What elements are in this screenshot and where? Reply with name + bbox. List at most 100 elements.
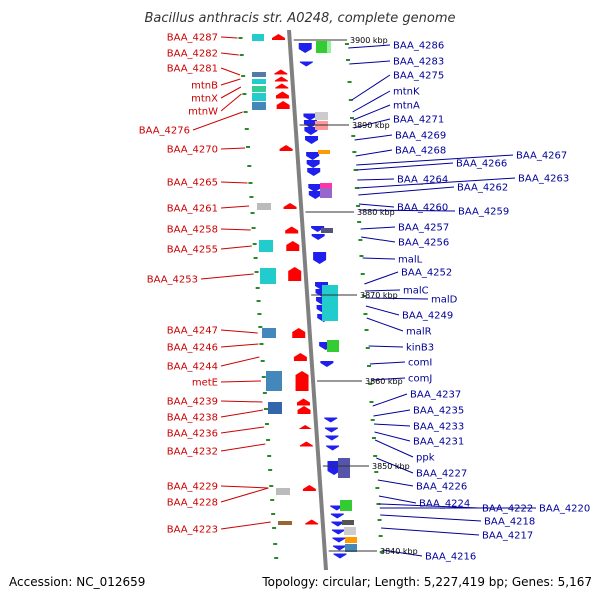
tick-left	[256, 300, 261, 302]
tick-left	[239, 54, 244, 56]
tick-left	[254, 271, 259, 273]
footer-band	[0, 570, 600, 600]
tick-left	[262, 392, 267, 394]
leader-line-right	[369, 361, 406, 365]
gene-label-left: BAA_4247	[167, 326, 218, 337]
gene-label-left: BAA_4281	[167, 64, 218, 75]
gene-arrow-reverse	[303, 120, 317, 128]
gene-arrow-forward	[275, 83, 289, 89]
leader-line-right	[361, 236, 396, 243]
gene-block	[252, 102, 266, 110]
leader-line-left	[220, 329, 258, 334]
tick-right	[371, 437, 376, 439]
tick-left	[264, 423, 269, 425]
leader-line-left	[220, 245, 252, 250]
gene-arrow-reverse	[332, 545, 346, 551]
gene-label-right: BAA_4216	[425, 552, 476, 563]
gene-label-left: BAA_4265	[167, 178, 218, 189]
leader-line-left	[220, 487, 269, 503]
gene-label-right: BAA_4222	[482, 504, 533, 515]
leader-line-right	[374, 439, 414, 458]
leader-line-left	[220, 343, 259, 348]
tick-left	[268, 469, 273, 471]
gene-label-right: BAA_4263	[518, 174, 569, 185]
tick-left	[247, 165, 252, 167]
gene-arrow-reverse	[305, 136, 319, 144]
tick-right	[376, 503, 381, 505]
tick-right	[365, 347, 370, 349]
gene-label-right: malR	[406, 327, 432, 338]
gene-block	[316, 41, 328, 53]
tick-right	[374, 471, 379, 473]
gene-block	[318, 150, 330, 154]
gene-arrow-reverse	[303, 113, 317, 121]
leader-line-right	[374, 431, 411, 442]
leader-line-left	[220, 78, 241, 86]
gene-label-right: BAA_4266	[456, 159, 507, 170]
tick-right	[348, 99, 353, 101]
gene-label-right: BAA_4227	[416, 469, 467, 480]
gene-label-right: BAA_4220	[539, 504, 590, 515]
gene-label-right: comJ	[408, 374, 432, 385]
gene-label-right: malC	[403, 286, 429, 297]
leader-lines	[192, 36, 536, 593]
tick-left	[273, 543, 278, 545]
tick-right	[370, 419, 375, 421]
leader-line-right	[360, 226, 396, 230]
gene-label-right: BAA_4231	[413, 437, 464, 448]
tick-right	[363, 313, 368, 315]
gene-arrow-reverse	[332, 537, 346, 543]
tick-right	[377, 519, 382, 521]
leader-line-right	[354, 134, 393, 141]
gene-arrow-forward	[292, 328, 306, 338]
leader-line-right	[373, 423, 411, 427]
genome-axis	[287, 29, 329, 573]
tick-left	[260, 360, 265, 362]
gene-block	[252, 72, 266, 77]
tick-left	[252, 243, 257, 245]
leader-line-right	[352, 90, 391, 113]
gene-block	[320, 188, 332, 198]
tick-left	[251, 227, 256, 229]
gene-block	[252, 34, 264, 41]
gene-block	[340, 500, 352, 511]
tick-left	[243, 111, 248, 113]
gene-arrow-reverse	[331, 529, 345, 535]
tick-left	[246, 146, 251, 148]
gene-block	[252, 79, 266, 84]
gene-arrow-forward	[276, 101, 290, 109]
gene-label-right: BAA_4226	[416, 482, 467, 493]
gene-block	[252, 86, 266, 92]
leader-line-left	[220, 36, 238, 39]
gene-block	[321, 228, 333, 233]
gene-label-right: mtnK	[393, 87, 420, 98]
gene-arrow-reverse	[304, 127, 318, 135]
tick-right	[360, 273, 365, 275]
gene-label-left: BAA_4232	[167, 447, 218, 458]
gene-label-left: BAA_4258	[167, 225, 218, 236]
tick-right	[354, 187, 359, 189]
tick-right	[368, 383, 373, 385]
gene-arrow-reverse	[324, 417, 338, 423]
gene-arrow-reverse	[307, 168, 321, 176]
leader-line-right	[372, 393, 408, 407]
leader-line-left	[220, 67, 241, 76]
tick-marks	[238, 37, 384, 559]
gene-label-right: BAA_4252	[401, 268, 452, 279]
gene-label-left: BAA_4244	[167, 362, 218, 373]
tick-right	[364, 329, 369, 331]
tick-left	[249, 196, 254, 198]
tick-left	[263, 408, 268, 410]
gene-label-left: BAA_4270	[167, 145, 218, 156]
gene-label-left: mtnB	[191, 81, 218, 92]
gene-label-right: BAA_4224	[419, 499, 470, 510]
gene-arrow-reverse	[311, 234, 325, 240]
gene-arrow-forward	[297, 406, 311, 414]
leader-line-left	[220, 228, 251, 231]
gene-block	[322, 285, 338, 321]
gene-arrow-reverse	[320, 361, 334, 367]
leader-line-left	[220, 52, 239, 56]
leader-line-left	[220, 409, 264, 418]
tick-left	[270, 499, 275, 501]
